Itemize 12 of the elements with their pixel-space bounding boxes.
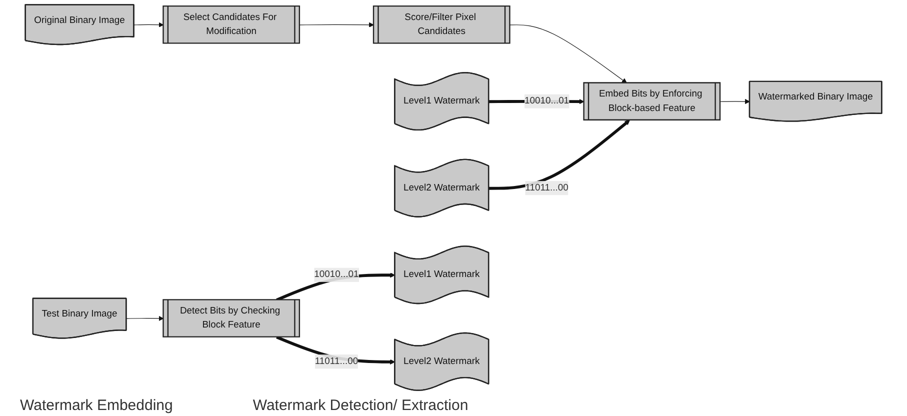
edge-label: 10010...01	[314, 270, 359, 280]
arrow	[134, 22, 164, 28]
section-label: Watermark Embedding	[20, 397, 173, 414]
section-label: Watermark Detection/ Extraction	[252, 397, 468, 414]
arrow	[488, 120, 630, 190]
edge-label: 10010...01	[524, 96, 570, 106]
arrow	[510, 24, 627, 84]
arrow	[126, 316, 164, 322]
arrow	[299, 22, 374, 28]
edge-label: 11011...00	[314, 356, 358, 366]
arrow	[720, 98, 750, 104]
edge-label: 11011...00	[525, 182, 568, 193]
